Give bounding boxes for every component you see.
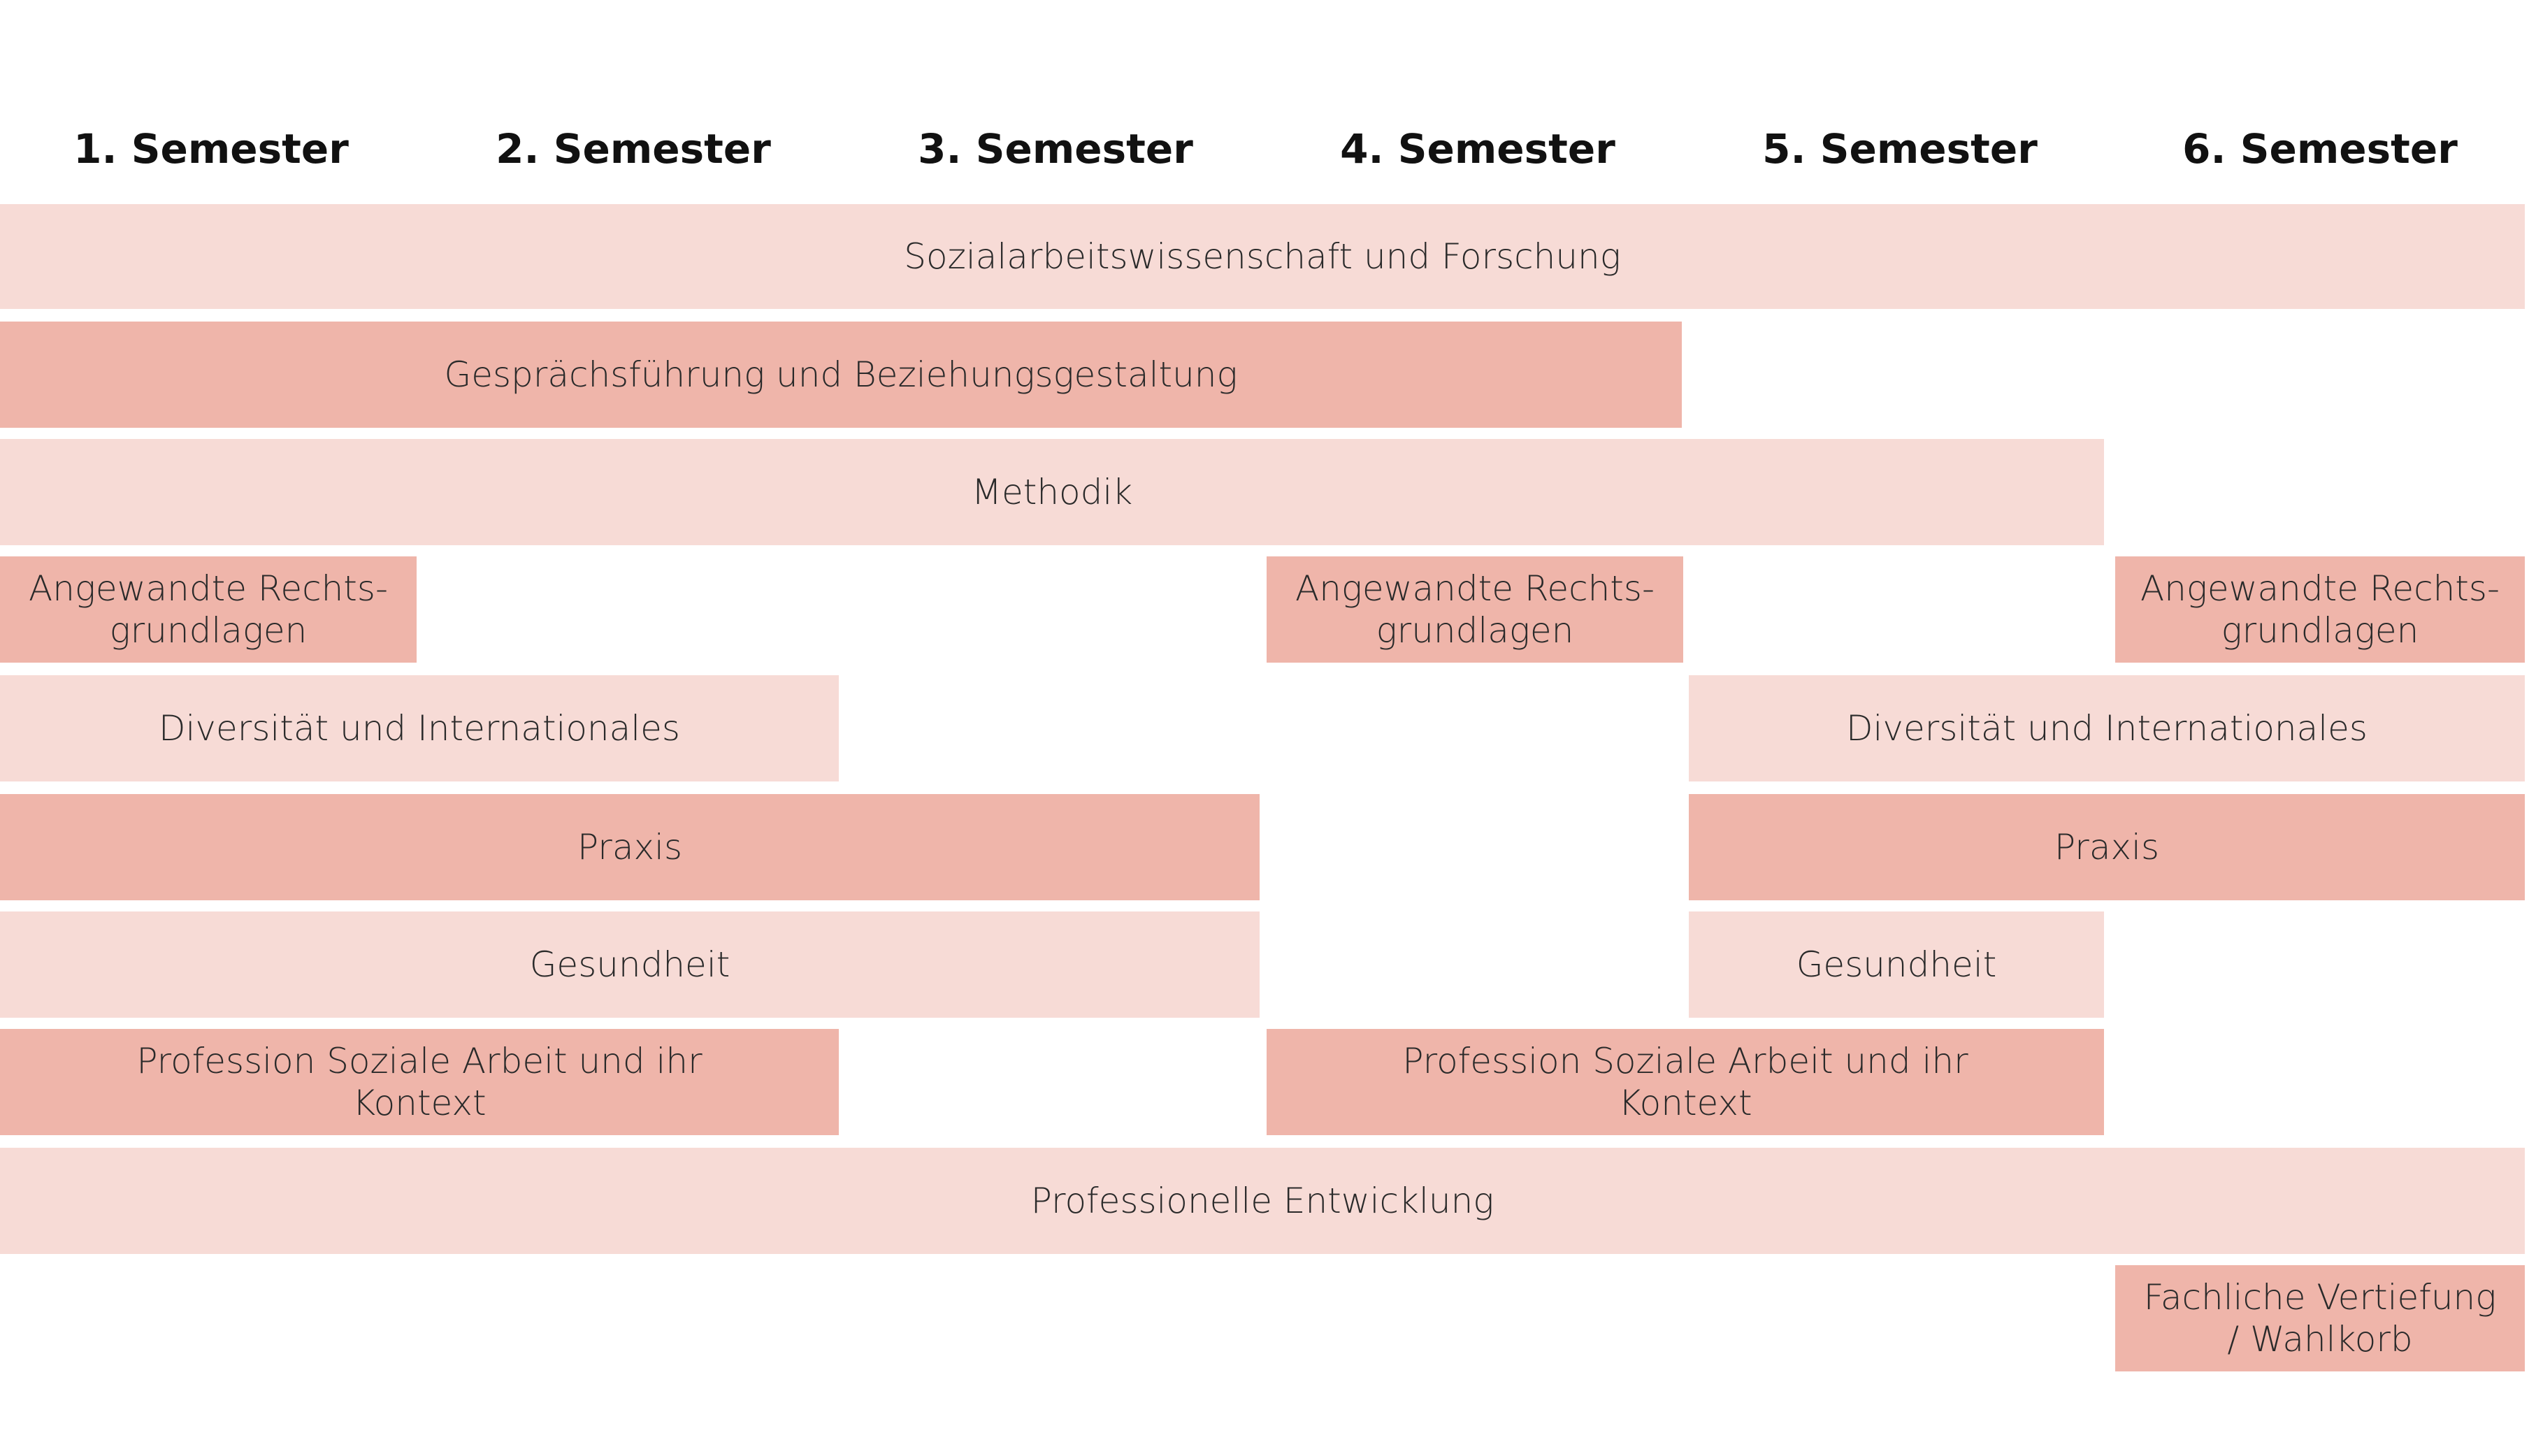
module-label-line1: Angewandte Rechts-	[1295, 568, 1655, 609]
module-gespraechsfuehrung: Gesprächsführung und Beziehungsgestaltun…	[0, 322, 1682, 428]
module-diversitaet-2: Diversität und Internationales	[1689, 675, 2525, 781]
semester-header-2: 2. Semester	[496, 125, 771, 173]
module-gesundheit-2: Gesundheit	[1689, 911, 2104, 1018]
module-label: Diversität und Internationales	[1846, 708, 2368, 749]
module-sozialarbeitswissenschaft: Sozialarbeitswissenschaft und Forschung	[0, 204, 2525, 309]
module-label: Gesundheit	[1796, 944, 1997, 985]
module-label: Gesundheit	[529, 944, 730, 985]
module-label-line2: grundlagen	[2221, 610, 2419, 651]
module-label-line1: Fachliche Vertiefung	[2143, 1277, 2497, 1318]
module-rechtsgrundlagen-2: Angewandte Rechts- grundlagen	[1267, 556, 1683, 663]
module-label: Praxis	[2054, 827, 2159, 867]
module-label-line2: grundlagen	[109, 610, 308, 651]
semester-header-6: 6. Semester	[2182, 125, 2458, 173]
module-profession-2: Profession Soziale Arbeit und ihr Kontex…	[1267, 1029, 2104, 1135]
semester-header-1: 1. Semester	[73, 125, 349, 173]
module-profession-1: Profession Soziale Arbeit und ihr Kontex…	[0, 1029, 839, 1135]
module-label-line2: Kontext	[352, 1083, 487, 1123]
module-praxis-2: Praxis	[1689, 794, 2525, 900]
module-rechtsgrundlagen-3: Angewandte Rechts- grundlagen	[2115, 556, 2525, 663]
module-label-line2: / Wahlkorb	[2227, 1319, 2413, 1360]
module-methodik: Methodik	[0, 439, 2104, 545]
module-label-line1: Profession Soziale Arbeit und ihr	[1402, 1041, 1968, 1081]
module-label-line1: Profession Soziale Arbeit und ihr	[136, 1041, 702, 1081]
semester-header-4: 4. Semester	[1340, 125, 1615, 173]
semester-header-5: 5. Semester	[1762, 125, 2038, 173]
module-gesundheit-1: Gesundheit	[0, 911, 1260, 1018]
module-label: Methodik	[971, 472, 1133, 512]
module-diversitaet-1: Diversität und Internationales	[0, 675, 839, 781]
module-professionelle-entwicklung: Professionelle Entwicklung	[0, 1148, 2525, 1254]
module-label-line1: Angewandte Rechts-	[2140, 568, 2500, 609]
module-label-line2: grundlagen	[1376, 610, 1574, 651]
module-label: Diversität und Internationales	[159, 708, 680, 749]
module-rechtsgrundlagen-1: Angewandte Rechts- grundlagen	[0, 556, 417, 663]
module-label-line1: Angewandte Rechts-	[28, 568, 388, 609]
module-praxis-1: Praxis	[0, 794, 1260, 900]
module-label: Praxis	[577, 827, 682, 867]
semester-header-3: 3. Semester	[918, 125, 1193, 173]
module-label: Sozialarbeitswissenschaft und Forschung	[904, 236, 1621, 277]
module-label: Professionelle Entwicklung	[1030, 1181, 1494, 1221]
module-fachliche-vertiefung: Fachliche Vertiefung / Wahlkorb	[2115, 1265, 2525, 1371]
module-label: Gesprächsführung und Beziehungsgestaltun…	[444, 354, 1238, 395]
module-label-line2: Kontext	[1618, 1083, 1752, 1123]
